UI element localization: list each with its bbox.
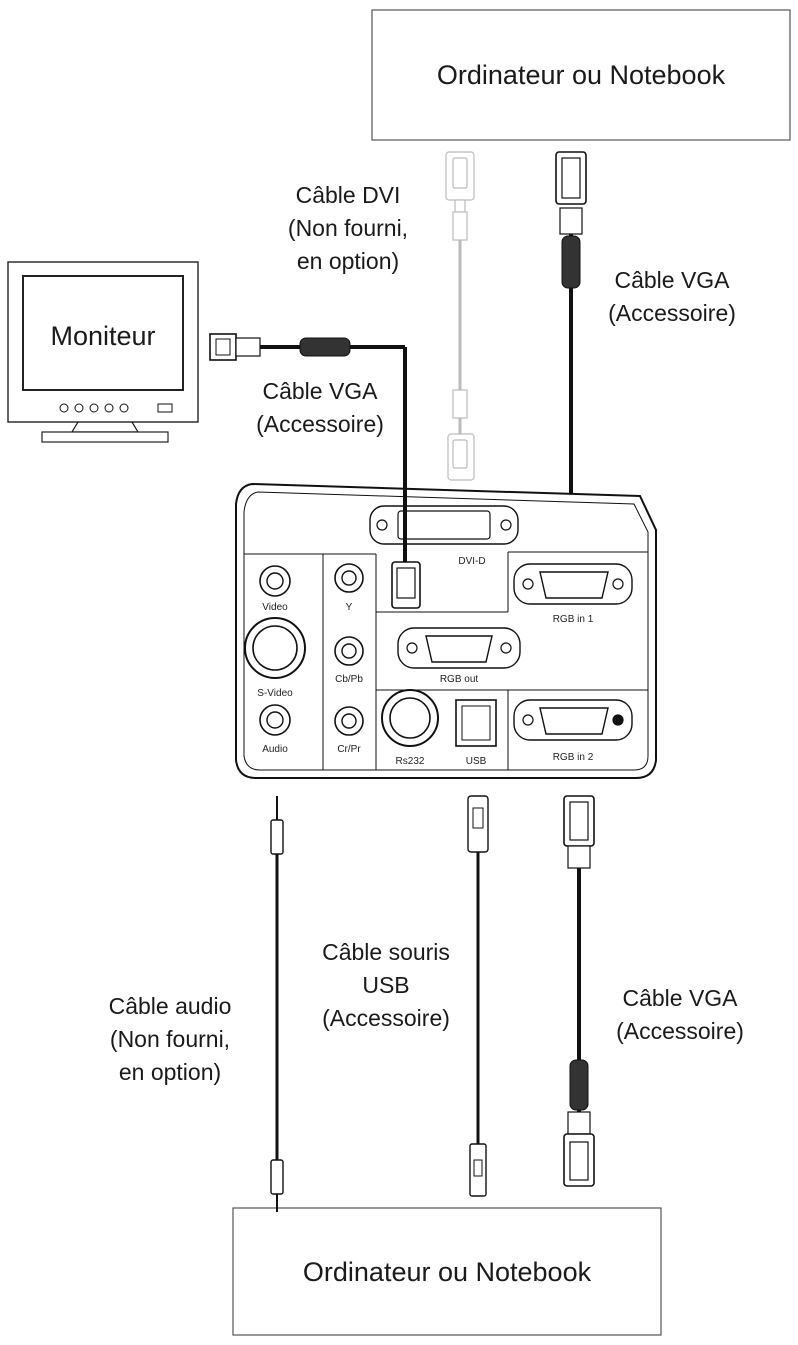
y-port: Y (334, 563, 364, 613)
video-port: Video (259, 565, 291, 613)
audio-cable-label-3: en option) (119, 1059, 221, 1085)
cb-pb-port: Cb/Pb (334, 636, 364, 685)
cb-pb-label: Cb/Pb (335, 674, 363, 685)
monitor-buttons-icon (59, 403, 173, 413)
vga-top-label-1: Câble VGA (614, 267, 730, 293)
usb-port-label: USB (466, 756, 487, 767)
vga-cable-bottom (563, 795, 595, 1187)
monitor: Moniteur (7, 261, 199, 443)
dvi-d-label: DVI-D (458, 556, 485, 567)
dvi-cable (445, 151, 475, 481)
bottom-computer-box: Ordinateur ou Notebook (232, 1207, 662, 1336)
audio-cable-label-2: (Non fourni, (110, 1026, 230, 1052)
dvi-cable-label-1: Câble DVI (296, 182, 401, 208)
top-computer-label: Ordinateur ou Notebook (437, 60, 726, 90)
vga-cable-monitor (209, 333, 421, 609)
cr-pr-port: Cr/Pr (334, 706, 364, 755)
rgb-out-label: RGB out (440, 674, 479, 685)
usb-port: USB (455, 699, 497, 767)
video-label: Video (262, 602, 288, 613)
top-computer-box: Ordinateur ou Notebook (371, 9, 791, 141)
usb-cable-label-3: (Accessoire) (322, 1005, 450, 1031)
s-video-port: S-Video (244, 617, 306, 699)
audio-port-label: Audio (262, 744, 288, 755)
rgb-in-1-port: RGB in 1 (513, 563, 633, 625)
y-label: Y (346, 602, 353, 613)
vga-bottom-label-2: (Accessoire) (616, 1018, 744, 1044)
usb-cable-label-2: USB (362, 972, 409, 998)
rgb-in-2-port: RGB in 2 (513, 699, 633, 763)
rgb-in-2-label: RGB in 2 (553, 752, 594, 763)
vga-monitor-label-2: (Accessoire) (256, 411, 384, 437)
monitor-label: Moniteur (50, 321, 155, 351)
rs232-label: Rs232 (396, 756, 425, 767)
dvi-cable-label-2: (Non fourni, (288, 215, 408, 241)
usb-cable (467, 795, 489, 1197)
dvi-cable-label-3: en option) (297, 248, 399, 274)
rgb-out-port: RGB out (397, 627, 521, 685)
vga-bottom-label-1: Câble VGA (622, 985, 738, 1011)
s-video-label: S-Video (257, 688, 293, 699)
bottom-computer-label: Ordinateur ou Notebook (303, 1257, 592, 1287)
usb-cable-label-1: Câble souris (322, 939, 450, 965)
vga-cable-top (555, 151, 587, 551)
rs232-port: Rs232 (381, 689, 439, 767)
projector-panel: DVI-D RGB in 1 RGB out RGB in 2 (235, 482, 657, 779)
cr-pr-label: Cr/Pr (337, 744, 361, 755)
rgb-in-1-label: RGB in 1 (553, 614, 594, 625)
audio-cable-label-1: Câble audio (109, 993, 232, 1019)
vga-monitor-label-1: Câble VGA (262, 378, 378, 404)
vga-top-label-2: (Accessoire) (608, 300, 736, 326)
audio-cable (270, 796, 284, 1212)
audio-port: Audio (259, 704, 291, 755)
